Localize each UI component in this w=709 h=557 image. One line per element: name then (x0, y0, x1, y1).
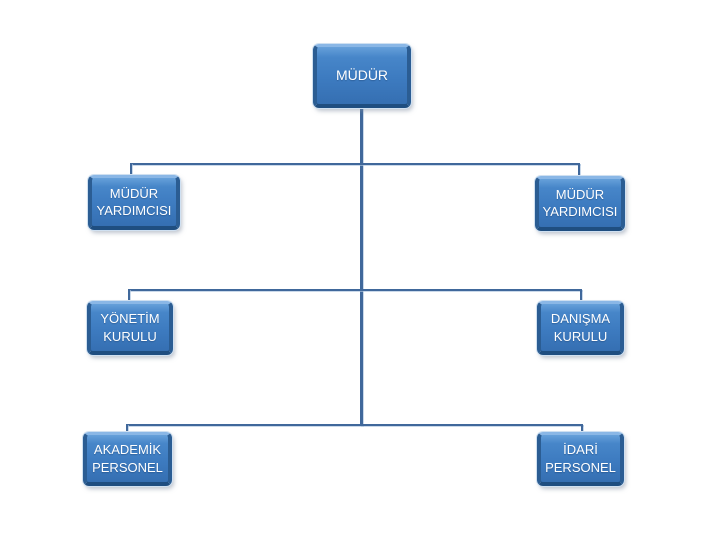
connector-level4-horizontal (126, 424, 583, 426)
connector-level2-left-drop (130, 163, 132, 176)
node-mudur-yardimcisi-right: MÜDÜR YARDIMCISI (535, 176, 625, 231)
node-idari-personel: İDARİ PERSONEL (537, 432, 624, 486)
connector-trunk-vertical (360, 107, 363, 426)
connector-level3-horizontal (128, 289, 582, 291)
node-mudur: MÜDÜR (313, 44, 411, 108)
connector-level2-horizontal (130, 163, 580, 165)
connector-level4-right-drop (581, 424, 583, 433)
connector-level3-right-drop (580, 289, 582, 302)
connector-level2-right-drop (578, 163, 580, 177)
connector-level4-left-drop (126, 424, 128, 433)
node-akademik-personel: AKADEMİK PERSONEL (83, 432, 172, 486)
connector-level3-left-drop (128, 289, 130, 302)
node-danisma-kurulu: DANIŞMA KURULU (537, 301, 624, 355)
node-mudur-yardimcisi-left: MÜDÜR YARDIMCISI (88, 175, 180, 230)
node-yonetim-kurulu: YÖNETİM KURULU (87, 301, 173, 355)
